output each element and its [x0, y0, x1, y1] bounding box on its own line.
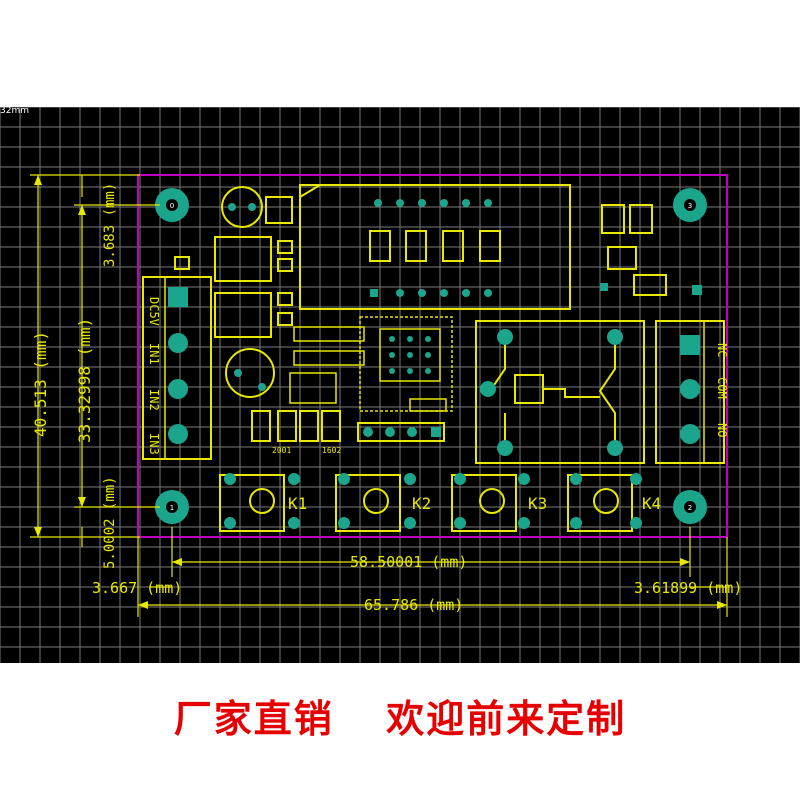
terminal-label-com: COM: [715, 377, 729, 399]
terminal-label-nc: NC: [715, 343, 729, 357]
svg-text:3: 3: [688, 202, 692, 210]
dim-bottom-offset: 5.0002 (mm): [102, 476, 118, 569]
button-label-k3: K3: [528, 494, 547, 513]
dimension-arrows: [34, 175, 727, 609]
svg-text:1: 1: [170, 504, 174, 512]
capacitor-top: [221, 186, 293, 228]
footer-slogan: 厂家直销 欢迎前来定制: [0, 688, 800, 743]
left-terminal-block: [142, 276, 212, 460]
programming-header: [357, 422, 445, 442]
svg-text:0: 0: [170, 202, 174, 210]
mounting-hole-tr: 3: [673, 188, 707, 222]
dim-top-offset: 3.683 (mm): [102, 183, 118, 267]
jumper-pins: [389, 336, 431, 374]
display-module: [299, 184, 571, 310]
resistor-label-2001: 2001: [272, 446, 291, 455]
dim-total-height: 40.513 (mm): [31, 331, 50, 437]
smd-inductors: [174, 236, 293, 338]
capacitor-bottom: [225, 348, 275, 398]
resistor-array: [251, 410, 341, 442]
relay-pins: [480, 329, 623, 456]
button-k3: [451, 473, 530, 532]
button-k2: [335, 473, 416, 532]
dim-hole-spacing: 58.50001 (mm): [350, 553, 467, 571]
dim-total-width: 65.786 (mm): [364, 596, 463, 614]
relay: [475, 320, 645, 464]
terminal-label-dc5v: DC5V: [147, 297, 161, 326]
right-terminal-block: [655, 320, 725, 464]
slogan-part-2: 欢迎前来定制: [386, 697, 627, 741]
corner-label: 32mm: [0, 107, 29, 116]
dim-inner-height: 33.32998 (mm): [75, 318, 94, 443]
dim-right-offset: 3.61899 (mm): [634, 579, 742, 597]
board-outline: [137, 174, 728, 538]
smd-top-right: [601, 204, 667, 296]
smd-top-right-pads: [600, 283, 702, 295]
button-k1: [219, 473, 300, 532]
terminal-label-in1: IN1: [147, 343, 161, 365]
slogan-part-1: 厂家直销: [173, 697, 334, 741]
resistor-label-1602: 1602: [322, 446, 341, 455]
button-label-k1: K1: [288, 494, 307, 513]
svg-text:2: 2: [688, 504, 692, 512]
jumper-area: [289, 316, 453, 412]
terminal-label-no: NO: [715, 423, 729, 437]
mounting-hole-br: 2: [673, 490, 707, 524]
terminal-label-in3: IN3: [147, 433, 161, 455]
pcb-canvas: 32mm 0 3 1 2: [0, 107, 800, 663]
dimension-lines: [30, 174, 728, 617]
button-k4: [567, 473, 642, 532]
dim-left-offset: 3.667 (mm): [92, 579, 182, 597]
button-label-k4: K4: [642, 494, 661, 513]
mounting-hole-bl: 1: [155, 490, 189, 524]
terminal-label-in2: IN2: [147, 389, 161, 411]
mounting-hole-tl: 0: [155, 188, 189, 222]
button-label-k2: K2: [412, 494, 431, 513]
